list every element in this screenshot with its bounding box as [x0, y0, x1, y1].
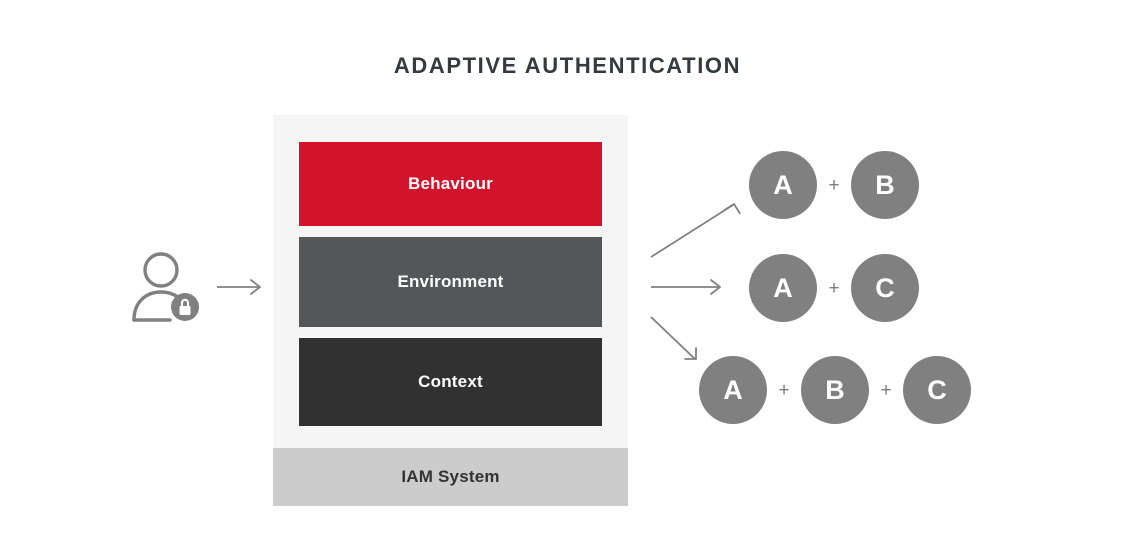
stack-layer-context[interactable]: Context — [299, 338, 602, 426]
factor-token-label: B — [875, 169, 895, 200]
iam-system-label: IAM System — [401, 467, 500, 486]
factor-token[interactable]: C — [851, 254, 919, 322]
plus-separator: + — [828, 174, 840, 196]
factor-token-label: C — [875, 272, 895, 303]
outcome-row: A + B + C — [699, 356, 971, 424]
adaptive-authentication-stack: Behaviour Environment Context IAM System — [273, 115, 628, 506]
user-with-lock-icon — [130, 252, 210, 324]
arrow-right-icon — [215, 272, 267, 302]
stack-layers: Behaviour Environment Context — [299, 142, 602, 426]
plus-separator: + — [778, 379, 790, 401]
stack-layer-label: Context — [418, 372, 483, 391]
arrow-right-icon — [651, 279, 721, 295]
factor-token-label: C — [927, 374, 947, 405]
plus-separator: + — [880, 379, 892, 401]
arrow-down-right-icon — [650, 316, 697, 360]
stack-layer-behaviour[interactable]: Behaviour — [299, 142, 602, 226]
factor-token-label: A — [773, 169, 793, 200]
factor-token[interactable]: B — [801, 356, 869, 424]
outcome-row: A + C — [749, 254, 919, 322]
stack-layer-label: Behaviour — [408, 174, 493, 193]
iam-system-band[interactable]: IAM System — [273, 448, 628, 506]
factor-token-label: B — [825, 374, 845, 405]
factor-token[interactable]: A — [749, 254, 817, 322]
factor-token[interactable]: C — [903, 356, 971, 424]
page-title: ADAPTIVE AUTHENTICATION — [393, 53, 742, 78]
plus-separator: + — [828, 277, 840, 299]
factor-token[interactable]: B — [851, 151, 919, 219]
outcome-row: A + B — [749, 151, 919, 219]
stack-layer-label: Environment — [397, 272, 504, 291]
arrow-up-right-icon — [650, 203, 741, 258]
factor-token-label: A — [773, 272, 793, 303]
factor-token-label: A — [723, 374, 743, 405]
factor-token[interactable]: A — [749, 151, 817, 219]
branch-arrows-group — [645, 195, 750, 370]
stack-layer-environment[interactable]: Environment — [299, 237, 602, 327]
factor-token[interactable]: A — [699, 356, 767, 424]
